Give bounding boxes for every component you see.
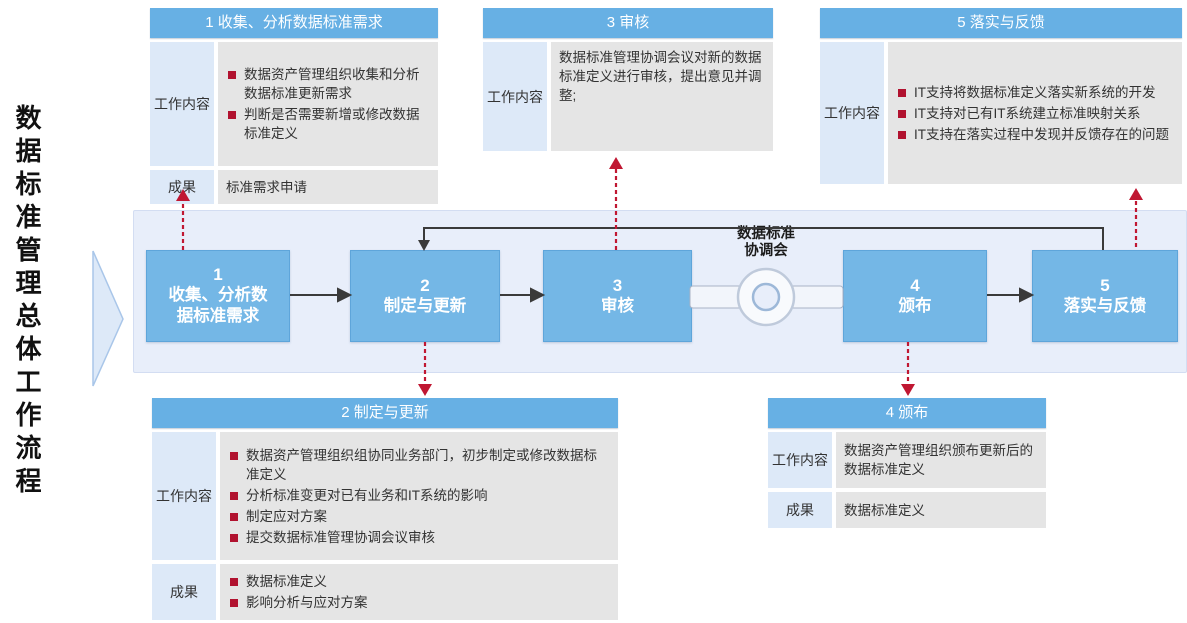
bullet-square-icon (230, 512, 238, 521)
result-item: 影响分析与应对方案 (228, 593, 610, 612)
step-number: 2 (420, 275, 430, 295)
step-label: 审核 (601, 296, 634, 315)
step-label: 制定与更新 (383, 296, 467, 315)
panel-step4: 4 颁布 工作内容 数据资产管理组织颁布更新后的数据标准定义 成果 数据标准定义 (768, 398, 1046, 532)
work-item-text: 分析标准变更对已有业务和IT系统的影响 (246, 487, 488, 503)
row-content-work: 数据资产管理组织组协同业务部门，初步制定或修改数据标准定义 分析标准变更对已有业… (220, 432, 618, 560)
work-item-text: IT支持对已有IT系统建立标准映射关系 (914, 105, 1141, 121)
row-label-work: 工作内容 (152, 432, 216, 560)
work-item: 数据资产管理组织组协同业务部门，初步制定或修改数据标准定义 (228, 446, 610, 484)
panel-step4-title: 4 颁布 (768, 398, 1046, 428)
work-item: IT支持在落实过程中发现并反馈存在的问题 (896, 125, 1174, 144)
row-content-work: IT支持将数据标准定义落实新系统的开发 IT支持对已有IT系统建立标准映射关系 … (888, 42, 1182, 184)
bullet-square-icon (230, 491, 238, 500)
panel-step3-title: 3 审核 (483, 8, 773, 38)
row-content-result: 标准需求申请 (218, 170, 438, 204)
row-label-result: 成果 (768, 492, 832, 528)
row-label-result: 成果 (152, 564, 216, 620)
step-label: 颁布 (898, 296, 932, 315)
row-content-result: 数据标准定义 (836, 492, 1046, 528)
work-item-text: 数据资产管理组织组协同业务部门，初步制定或修改数据标准定义 (246, 447, 597, 482)
bullet-square-icon (228, 111, 236, 119)
work-item-text: IT支持将数据标准定义落实新系统的开发 (914, 84, 1156, 100)
work-item: 数据资产管理组织收集和分析数据标准更新需求 (226, 65, 430, 103)
step-number: 1 (213, 265, 223, 284)
result-item-text: 数据标准定义 (246, 574, 327, 589)
row-label-work: 工作内容 (768, 432, 832, 488)
panel-step2: 2 制定与更新 工作内容 数据资产管理组织组协同业务部门，初步制定或修改数据标准… (152, 398, 618, 623)
row-content-work: 数据资产管理组织颁布更新后的数据标准定义 (836, 432, 1046, 488)
flow-step-1: 1 收集、分析数 据标准需求 (146, 250, 290, 342)
step-label: 落实与反馈 (1063, 296, 1147, 315)
gateway-label: 数据标准 协调会 (737, 226, 795, 259)
bullet-square-icon (898, 130, 906, 139)
work-item-text: 判断是否需要新增或修改数据标准定义 (244, 107, 420, 141)
flow-step-3: 3 审核 (543, 250, 692, 342)
row-label-work: 工作内容 (820, 42, 884, 184)
panel-step5-title: 5 落实与反馈 (820, 8, 1182, 38)
page-title: 数据标准管理总体工作流程 (12, 104, 42, 500)
row-content-result: 数据标准定义 影响分析与应对方案 (220, 564, 618, 620)
flow-step-5: 5 落实与反馈 (1032, 250, 1178, 342)
bullet-square-icon (230, 451, 238, 460)
dashed-arrowhead-panel4 (901, 384, 915, 396)
work-item: IT支持将数据标准定义落实新系统的开发 (896, 83, 1174, 102)
row-label-work: 工作内容 (483, 42, 547, 151)
step-number: 3 (612, 275, 623, 295)
step-number: 4 (910, 275, 920, 295)
panel-step3: 3 审核 工作内容 数据标准管理协调会议对新的数据标准定义进行审核，提出意见并调… (483, 8, 773, 155)
dashed-arrowhead-panel3 (609, 157, 623, 169)
work-item-text: IT支持在落实过程中发现并反馈存在的问题 (914, 126, 1169, 142)
row-content-work: 数据资产管理组织收集和分析数据标准更新需求 判断是否需要新增或修改数据标准定义 (218, 42, 438, 166)
work-item: 判断是否需要新增或修改数据标准定义 (226, 105, 430, 143)
work-item-text: 制定应对方案 (246, 508, 327, 524)
result-item-text: 影响分析与应对方案 (246, 595, 368, 610)
bullet-square-icon (230, 578, 238, 586)
work-item: 制定应对方案 (228, 507, 610, 526)
dashed-arrowhead-panel2 (418, 384, 432, 396)
panel-step1: 1 收集、分析数据标准需求 工作内容 数据资产管理组织收集和分析数据标准更新需求… (150, 8, 438, 208)
bullet-square-icon (898, 109, 906, 118)
dashed-arrowhead-panel5 (1129, 188, 1143, 200)
work-item-text: 提交数据标准管理协调会议审核 (246, 529, 435, 545)
panel-step5: 5 落实与反馈 工作内容 IT支持将数据标准定义落实新系统的开发 IT支持对已有… (820, 8, 1182, 188)
flow-step-4: 4 颁布 (843, 250, 987, 342)
bullet-square-icon (230, 533, 238, 542)
row-label-result: 成果 (150, 170, 214, 204)
result-item: 数据标准定义 (228, 572, 610, 591)
bullet-square-icon (898, 88, 906, 97)
row-content-work: 数据标准管理协调会议对新的数据标准定义进行审核，提出意见并调整; (551, 42, 773, 151)
step-number: 5 (1100, 275, 1110, 295)
panel-step1-title: 1 收集、分析数据标准需求 (150, 8, 438, 38)
work-item-text: 数据资产管理组织收集和分析数据标准更新需求 (244, 67, 420, 101)
work-item: 分析标准变更对已有业务和IT系统的影响 (228, 486, 610, 505)
work-item: 提交数据标准管理协调会议审核 (228, 528, 610, 547)
panel-step2-title: 2 制定与更新 (152, 398, 618, 428)
flow-step-2: 2 制定与更新 (350, 250, 500, 342)
bullet-square-icon (228, 71, 236, 79)
work-item: IT支持对已有IT系统建立标准映射关系 (896, 104, 1174, 123)
bullet-square-icon (230, 599, 238, 607)
row-label-work: 工作内容 (150, 42, 214, 166)
step-label: 收集、分析数 据标准需求 (168, 286, 268, 325)
chevron-shape (92, 250, 124, 387)
